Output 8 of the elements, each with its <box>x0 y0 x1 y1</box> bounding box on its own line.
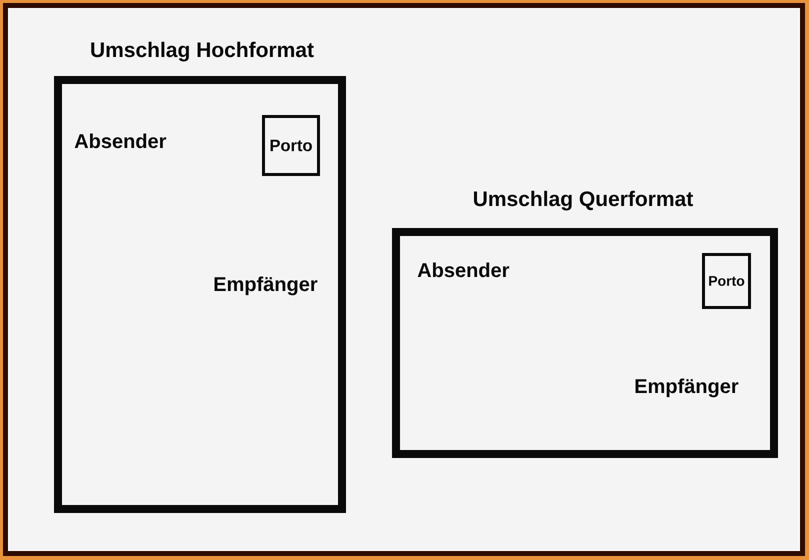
stamp-box: Porto <box>262 115 320 176</box>
envelope-title: Umschlag Querformat <box>474 190 693 210</box>
recipient-label: Empfänger <box>636 378 738 398</box>
sender-label: Absender <box>74 134 166 148</box>
envelope-title: Umschlag Hochformat <box>91 42 314 62</box>
recipient-label: Empfänger <box>214 276 318 296</box>
sender-label: Absender <box>418 262 510 278</box>
stamp-box: Porto <box>702 253 751 309</box>
